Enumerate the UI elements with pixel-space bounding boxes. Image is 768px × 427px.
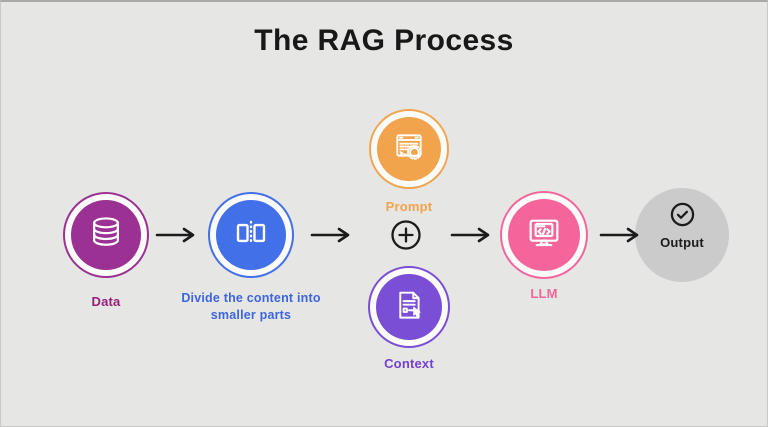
node-context-label: Context: [384, 356, 434, 371]
node-data: Data: [63, 192, 149, 309]
node-divide: Divide the content into smaller parts: [166, 192, 336, 324]
node-prompt-ring: [369, 109, 449, 189]
flow-arrow-4: [598, 226, 644, 249]
node-context: Context: [368, 266, 450, 371]
browser-gear-icon: [391, 129, 427, 170]
page-title: The RAG Process: [254, 24, 514, 57]
node-data-label: Data: [91, 294, 121, 309]
database-icon: [87, 214, 125, 257]
node-llm-ring: [500, 191, 588, 279]
node-context-ring: [368, 266, 450, 348]
flow-arrow-3: [449, 226, 495, 249]
node-data-ring: [63, 192, 149, 278]
node-prompt-label: Prompt: [385, 199, 433, 214]
node-divide-ring: [208, 192, 294, 278]
plus-circle-icon: [389, 218, 423, 257]
flow-arrow-2: [309, 226, 355, 249]
node-prompt: Prompt: [369, 109, 449, 214]
check-circle-icon: [669, 201, 696, 233]
node-llm: LLM: [500, 191, 588, 301]
node-llm-label: LLM: [530, 286, 558, 301]
node-output-label: Output: [660, 235, 704, 250]
flow-arrow-1: [154, 226, 200, 249]
document-hand-icon: [391, 287, 427, 328]
monitor-code-icon: [524, 213, 564, 258]
split-content-icon: [232, 214, 270, 257]
node-divide-label: Divide the content into smaller parts: [181, 291, 321, 322]
node-output: Output: [635, 188, 729, 282]
